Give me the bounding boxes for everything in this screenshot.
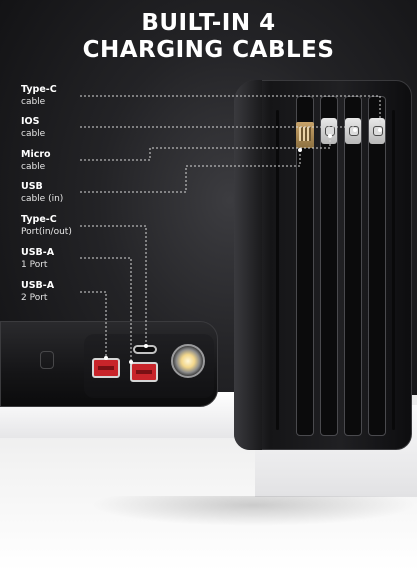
label-title: Micro: [21, 149, 51, 160]
headline-line-2: CHARGING CABLES: [82, 37, 335, 63]
leader-type-c-port: [80, 225, 147, 346]
headline: BUILT-IN 4 CHARGING CABLES: [0, 10, 417, 64]
label-usb-a-2: USB-A 2 Port: [21, 280, 101, 304]
leader-type-c-cable: [80, 95, 381, 130]
label-ios-cable: IOS cable: [21, 116, 101, 140]
leader-dot: [298, 148, 302, 152]
label-subtitle: cable: [21, 97, 46, 107]
micro-connector-icon: [369, 118, 385, 144]
label-usb-a-1: USB-A 1 Port: [21, 247, 101, 271]
leader-usb-cable: [80, 150, 301, 193]
groove: [276, 110, 279, 430]
leader-usb-a-1: [80, 257, 132, 362]
label-micro-cable: Micro cable: [21, 149, 101, 173]
label-subtitle: 2 Port: [21, 293, 48, 303]
label-subtitle: 1 Port: [21, 260, 48, 270]
label-title: USB: [21, 181, 43, 192]
leader-dot: [378, 128, 382, 132]
headline-line-1: BUILT-IN 4: [141, 10, 276, 36]
flashlight-icon: [171, 344, 205, 378]
label-subtitle: cable (in): [21, 194, 64, 204]
label-type-c-port: Type-C Port(in/out): [21, 214, 101, 238]
floor-shadow: [90, 496, 417, 526]
leader-ios-cable: [80, 126, 356, 130]
usb-a-port-2: [130, 362, 158, 382]
power-bank-side-edge: [234, 80, 262, 450]
label-title: USB-A: [21, 247, 55, 258]
power-button: [40, 351, 54, 369]
label-title: IOS: [21, 116, 40, 127]
label-type-c-cable: Type-C cable: [21, 84, 101, 108]
label-usb-cable: USB cable (in): [21, 181, 101, 205]
label-title: Type-C: [21, 214, 57, 225]
leader-dot: [144, 344, 148, 348]
leader-dot: [353, 128, 357, 132]
label-subtitle: cable: [21, 129, 46, 139]
label-subtitle: cable: [21, 162, 46, 172]
label-subtitle: Port(in/out): [21, 227, 72, 237]
leader-usb-a-2: [80, 291, 107, 358]
leader-micro-cable: [80, 136, 331, 161]
label-title: Type-C: [21, 84, 57, 95]
leader-dot: [328, 134, 332, 138]
leader-dot: [104, 356, 108, 360]
leader-dot: [129, 360, 133, 364]
label-title: USB-A: [21, 280, 55, 291]
usb-plug-icon: [296, 122, 314, 148]
groove: [392, 110, 395, 430]
